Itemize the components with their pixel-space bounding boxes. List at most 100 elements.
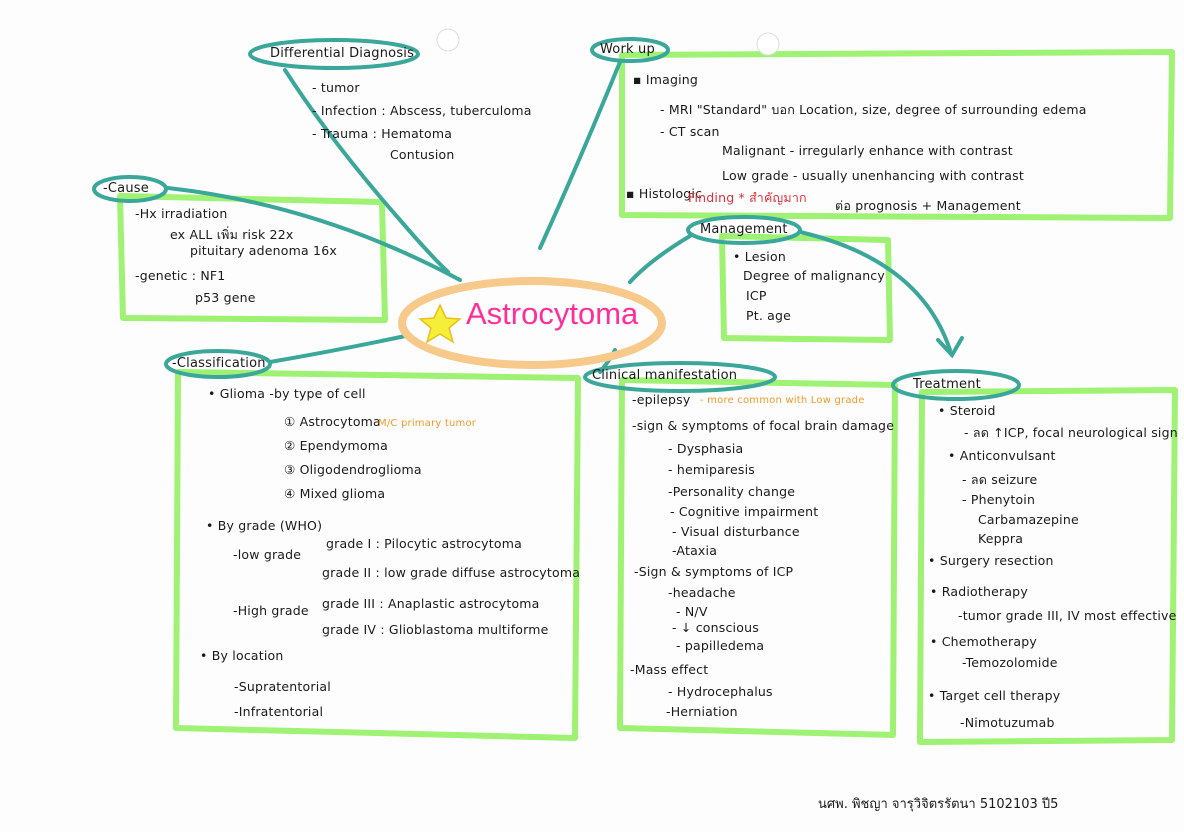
hole-punch: [436, 28, 460, 52]
differential-title: Differential Diagnosis: [270, 46, 415, 61]
workup-title: Work up: [600, 42, 655, 57]
differential-item: Contusion: [390, 147, 455, 162]
star-icon: [418, 303, 462, 344]
classification-item: ② Ependymoma: [284, 438, 389, 453]
clinical-item: -Personality change: [668, 484, 796, 499]
management-title-ring: [686, 215, 802, 245]
cause-item: ex ALL เพิ่ม risk 22x: [170, 227, 294, 242]
workup-item: ▪ Imaging: [633, 72, 699, 87]
connector-management: [628, 234, 692, 284]
clinical-item: -epilepsy: [632, 392, 691, 407]
management-item: • Lesion: [733, 249, 786, 264]
management-item: ICP: [746, 288, 767, 303]
treatment-item: Carbamazepine: [978, 512, 1079, 527]
differential-item: - Trauma : Hematoma: [312, 126, 453, 141]
workup-item: Finding * สำคัญมาก: [688, 190, 807, 205]
cause-box: [117, 193, 388, 323]
clinical-item: -Herniation: [666, 704, 738, 719]
treatment-item: - Phenytoin: [962, 492, 1036, 507]
cause-item: pituitary adenoma 16x: [190, 243, 337, 258]
classification-item: • By grade (WHO): [206, 518, 323, 533]
signature: นศพ. พิชญา จารุวิจิตรรัตนา 5102103 ปี5: [818, 797, 1059, 812]
workup-item: Low grade - usually unenhancing with con…: [722, 168, 1024, 183]
clinical-item: -Sign & symptoms of ICP: [634, 564, 794, 579]
clinical-item: - more common with Low grade: [700, 395, 865, 406]
clinical-item: - Visual disturbance: [672, 524, 800, 539]
cause-title: -Cause: [103, 181, 149, 196]
clinical-item: - ↓ conscious: [672, 620, 759, 635]
connector-differential: [283, 68, 450, 274]
arrowhead: [936, 336, 964, 359]
treatment-item: • Anticonvulsant: [948, 448, 1056, 463]
clinical-item: -headache: [668, 585, 736, 600]
workup-item: ▪ Histologic: [626, 186, 703, 201]
treatment-item: • Steroid: [938, 403, 996, 418]
treatment-item: • Surgery resection: [928, 553, 1054, 568]
workup-title-ring: [590, 37, 670, 63]
clinical-item: -sign & symptoms of focal brain damage: [632, 418, 895, 433]
clinical-item: - Dysphasia: [668, 441, 744, 456]
differential-item: - tumor: [312, 80, 360, 95]
treatment-item: • Target cell therapy: [928, 688, 1061, 703]
classification-title-ring: [164, 349, 272, 379]
clinical-title: Clinical manifestation: [592, 368, 738, 383]
treatment-item: • Chemotherapy: [930, 634, 1037, 649]
classification-item: • Glioma -by type of cell: [208, 386, 366, 401]
treatment-item: • Radiotherapy: [930, 584, 1028, 599]
classification-title: -Classification: [172, 356, 266, 371]
management-box: [719, 233, 893, 343]
classification-item: ① Astrocytoma: [284, 414, 381, 429]
clinical-item: -Ataxia: [672, 543, 718, 558]
treatment-title-ring: [891, 369, 1021, 401]
management-item: Pt. age: [746, 308, 792, 323]
management-item: Degree of malignancy: [743, 268, 885, 283]
center-ring: [398, 277, 666, 369]
treatment-title: Treatment: [913, 377, 981, 392]
classification-item: ③ Oligodendroglioma: [284, 462, 422, 477]
workup-box: [619, 49, 1175, 221]
cause-title-ring: [92, 175, 168, 203]
treatment-item: -tumor grade III, IV most effective: [958, 608, 1177, 623]
classification-item: grade III : Anaplastic astrocytoma: [322, 596, 540, 611]
clinical-title-ring: [583, 361, 777, 393]
classification-item: • By location: [200, 648, 284, 663]
clinical-item: -Mass effect: [630, 662, 709, 677]
classification-box: [173, 369, 581, 741]
classification-item: -Infratentorial: [234, 704, 324, 719]
clinical-item: - Cognitive impairment: [670, 504, 819, 519]
connector-cause: [166, 186, 462, 282]
treatment-item: -Nimotuzumab: [960, 715, 1055, 730]
hole-punch: [756, 32, 780, 56]
clinical-item: - hemiparesis: [668, 462, 755, 477]
connector-treatment: [798, 230, 952, 352]
classification-item: grade IV : Glioblastoma multiforme: [322, 622, 549, 637]
classification-item: -low grade: [233, 547, 302, 562]
differential-title-ring: [248, 38, 420, 70]
center-title: Astrocytoma: [466, 296, 639, 331]
clinical-item: - Hydrocephalus: [668, 684, 773, 699]
workup-item: Malignant - irregularly enhance with con…: [722, 143, 1013, 158]
workup-item: - MRI "Standard" บอก Location, size, deg…: [660, 102, 1087, 117]
classification-item: -Supratentorial: [234, 679, 331, 694]
clinical-item: - papilledema: [676, 638, 765, 653]
clinical-item: - N/V: [676, 604, 708, 619]
classification-item: grade II : low grade diffuse astrocytoma: [322, 565, 581, 580]
connector-classification: [268, 333, 412, 364]
classification-item: ④ Mixed glioma: [284, 486, 386, 501]
treatment-item: - ลด ↑ICP, focal neurological sign: [964, 425, 1178, 440]
classification-item: M/C primary tumor: [378, 418, 477, 429]
management-title: Management: [700, 222, 788, 237]
cause-item: -Hx irradiation: [135, 206, 228, 221]
treatment-item: Keppra: [978, 531, 1024, 546]
classification-item: grade I : Pilocytic astrocytoma: [326, 536, 522, 551]
treatment-item: -Temozolomide: [962, 655, 1058, 670]
workup-item: - CT scan: [660, 124, 720, 139]
treatment-box: [917, 387, 1178, 745]
clinical-box: [617, 377, 898, 738]
connector-workup: [538, 60, 622, 250]
cause-item: -genetic : NF1: [135, 268, 226, 283]
classification-item: -High grade: [233, 603, 309, 618]
differential-item: - Infection : Abscess, tuberculoma: [312, 103, 532, 118]
workup-item: ต่อ prognosis + Management: [835, 198, 1021, 213]
